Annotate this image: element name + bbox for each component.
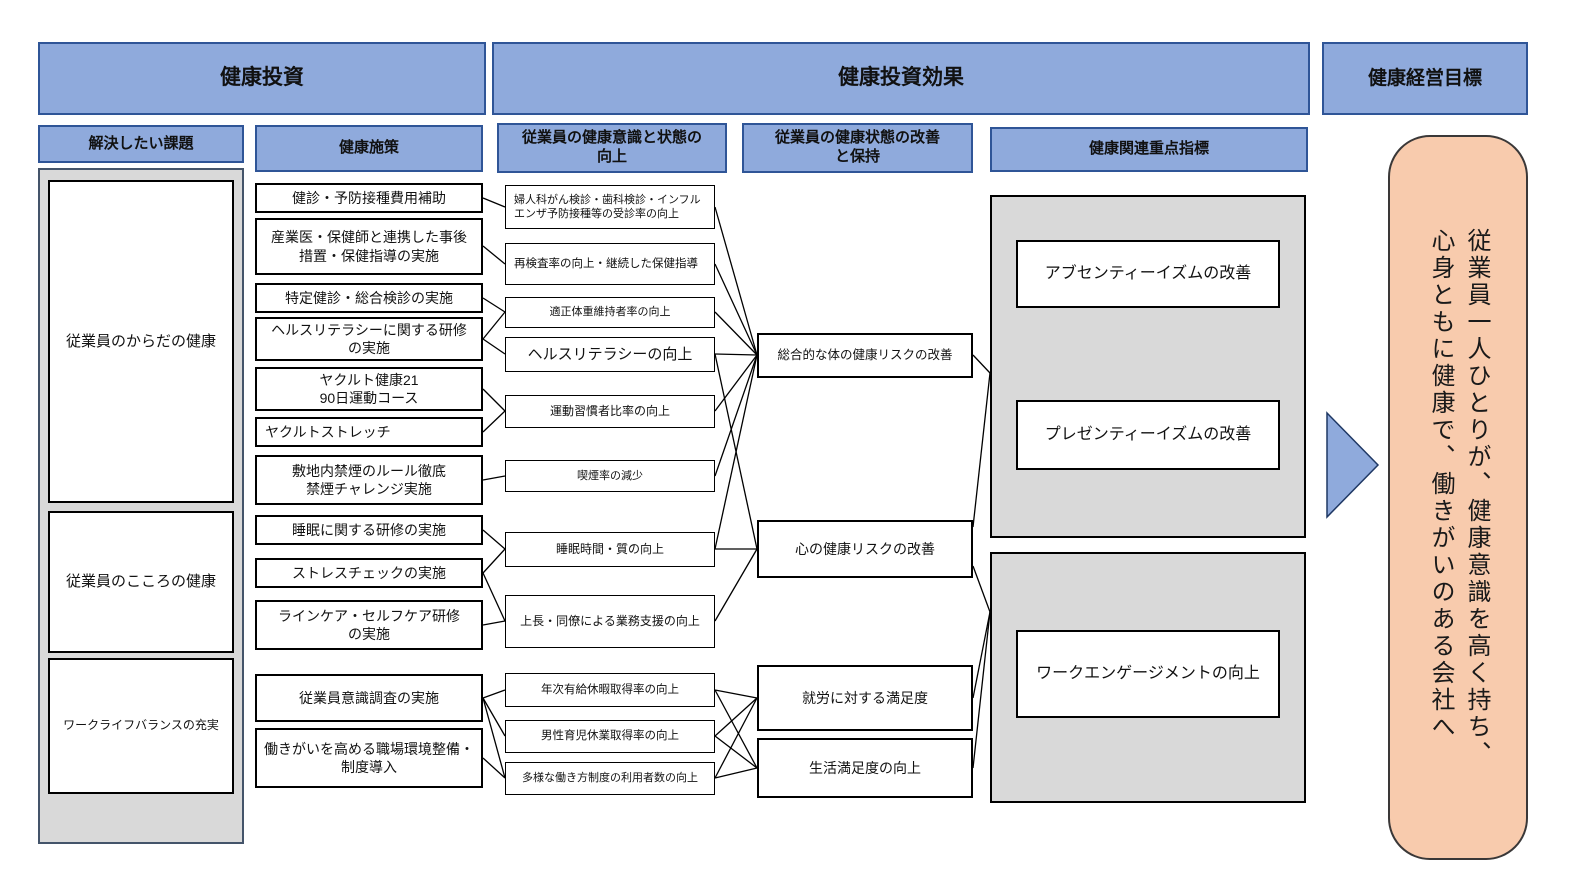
connector-line (972, 565, 991, 613)
measure-checkup-subsidy: 健診・予防接種費用補助 (255, 183, 483, 213)
connector-line (714, 206, 758, 356)
connector-line (714, 354, 758, 412)
measure-stress-check: ストレスチェックの実施 (255, 558, 483, 588)
header-goal: 健康経営目標 (1322, 42, 1528, 115)
outcome-sleep-quality: 睡眠時間・質の向上 (505, 532, 715, 567)
measure-workplace-improvement: 働きがいを高める職場環境整備・ 制度導入 (255, 728, 483, 788)
measure-occupational-physician: 産業医・保健師と連携した事後 措置・保健指導の実施 (255, 218, 483, 275)
connector-line (482, 572, 506, 622)
connector-line (714, 311, 758, 356)
result-life-satisfaction: 生活満足度の向上 (757, 738, 973, 798)
subheader-awareness: 従業員の健康意識と状態の 向上 (497, 123, 727, 173)
connector-line (972, 354, 991, 374)
connector-line (482, 548, 506, 574)
measure-line-care-training: ラインケア・セルフケア研修 の実施 (255, 600, 483, 650)
connector-line (482, 697, 506, 779)
outcome-supervisor-support: 上長・同僚による業務支援の向上 (505, 595, 715, 648)
connector-line (714, 353, 758, 550)
connector-line (482, 475, 506, 481)
indicator-absenteeism: アブセンティーイズムの改善 (1016, 240, 1280, 308)
connector-line (482, 197, 506, 208)
subheader-measures: 健康施策 (255, 125, 483, 172)
connector-line (714, 548, 758, 622)
issue-work-life-balance: ワークライフバランスの充実 (48, 658, 234, 794)
connector-line (972, 372, 991, 528)
outcome-paternity-leave: 男性育児休業取得率の向上 (505, 720, 715, 753)
measure-sleep-training: 睡眠に関する研修の実施 (255, 515, 483, 545)
outcome-screening-rate: 婦人科がん検診・歯科検診・インフル エンザ予防接種等の受診率の向上 (505, 185, 715, 229)
goal-statement-text: 従業員一人ひとりが、健康意識を高く持ち、 心身ともに健康で、働きがいのある会社へ (1427, 227, 1490, 768)
connector-line (714, 353, 758, 356)
connector-line (482, 620, 506, 626)
subheader-improvement: 従業員の健康状態の改善 と保持 (742, 123, 973, 173)
outcome-smoking-rate: 喫煙率の減少 (505, 460, 715, 492)
result-mental-risk: 心の健康リスクの改善 (757, 520, 973, 578)
subheader-issues: 解決したい課題 (38, 125, 244, 163)
result-work-satisfaction: 就労に対する満足度 (757, 665, 973, 731)
connector-line (714, 689, 758, 699)
connector-line (714, 689, 758, 769)
measure-no-smoking: 敷地内禁煙のルール徹底 禁煙チャレンジ実施 (255, 455, 483, 505)
measure-employee-survey: 従業員意識調査の実施 (255, 674, 483, 722)
connector-line (714, 735, 758, 769)
header-effect: 健康投資効果 (492, 42, 1310, 115)
connector-line (714, 263, 758, 356)
connector-line (482, 697, 506, 737)
connector-line (482, 338, 506, 355)
connector-line (482, 529, 506, 550)
outcome-paid-leave: 年次有給休暇取得率の向上 (505, 673, 715, 707)
connector-line (714, 354, 758, 550)
connector-line (714, 697, 758, 779)
outcome-reexamination-rate: 再検査率の向上・継続した保健指導 (505, 243, 715, 285)
header-investment: 健康投資 (38, 42, 486, 115)
connector-line (714, 354, 758, 477)
connector-line (482, 689, 506, 699)
measure-health-literacy-training: ヘルスリテラシーに関する研修 の実施 (255, 317, 483, 361)
outcome-health-literacy: ヘルスリテラシーの向上 (505, 337, 715, 372)
indicator-work-engagement: ワークエンゲージメントの向上 (1016, 630, 1280, 718)
measure-yakult-stretch: ヤクルトストレッチ (255, 417, 483, 447)
connector-line (482, 311, 506, 340)
measure-specific-checkup: 特定健診・総合検診の実施 (255, 283, 483, 313)
issue-mental-health: 従業員のこころの健康 (48, 511, 234, 653)
result-physical-risk: 総合的な体の健康リスクの改善 (757, 333, 973, 378)
outcome-flexible-work-usage: 多様な働き方制度の利用者数の向上 (505, 762, 715, 795)
connector-line (482, 410, 506, 433)
connector-line (714, 697, 758, 737)
subheader-indicators: 健康関連重点指標 (990, 127, 1308, 172)
connector-line (972, 611, 991, 769)
arrow-icon (1326, 411, 1380, 519)
connector-line (714, 767, 758, 779)
measure-yakult-kenko21: ヤクルト健康21 90日運動コース (255, 367, 483, 411)
indicator-presenteeism: プレゼンティーイズムの改善 (1016, 400, 1280, 470)
issue-body-health: 従業員のからだの健康 (48, 180, 234, 503)
outcome-weight-maintenance: 適正体重維持者率の向上 (505, 297, 715, 328)
connector-line (482, 297, 506, 313)
outcome-exercise-habit: 運動習慣者比率の向上 (505, 395, 715, 428)
connector-line (482, 245, 506, 265)
goal-statement-box: 従業員一人ひとりが、健康意識を高く持ち、 心身ともに健康で、働きがいのある会社へ (1388, 135, 1528, 860)
connector-line (482, 757, 506, 779)
connector-line (482, 388, 506, 412)
connector-line (972, 611, 991, 699)
